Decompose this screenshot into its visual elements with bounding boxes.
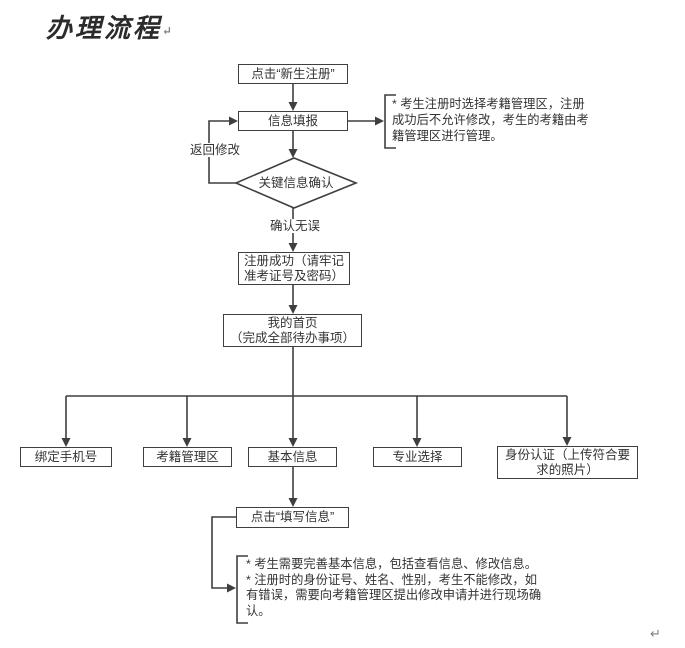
node-identity-auth: 身份认证（上传符合要 求的照片） xyxy=(497,446,638,479)
edge-label-confirm-correct: 确认无误 xyxy=(269,219,322,233)
connector-homepage-to-basic-info xyxy=(288,347,298,447)
node-label: 点击“新生注册” xyxy=(251,66,335,81)
node-bind-phone: 绑定手机号 xyxy=(20,447,112,467)
note-line: 认。 xyxy=(246,603,271,618)
note-line: * 考生需要完善基本信息，包括查看信息、修改信息。 xyxy=(246,557,538,571)
node-basic-info: 基本信息 xyxy=(248,447,337,467)
node-click-new-student-register: 点击“新生注册” xyxy=(238,64,348,84)
node-label-line1: 身份认证（上传符合要 xyxy=(504,447,630,462)
node-label: 专业选择 xyxy=(392,449,443,464)
note-line: * 考生注册时选择考籍管理区，注册 xyxy=(392,97,585,111)
node-label: 点击“填写信息” xyxy=(250,510,335,524)
note-line: 籍管理区进行管理。 xyxy=(392,129,503,143)
drop-to-exam-area xyxy=(182,396,192,447)
note-line: 成功后不允许修改，考生的考籍由考 xyxy=(392,113,589,127)
node-label-line2: 准考证号及密码） xyxy=(243,268,344,283)
connector-basic-to-click-fill xyxy=(288,467,298,507)
node-label: 基本信息 xyxy=(267,449,318,464)
top-note-bracket xyxy=(384,94,396,149)
connector-register-to-fill xyxy=(288,84,298,111)
node-my-homepage: 我的首页 （完成全部待办事项） xyxy=(223,314,362,347)
node-click-fill-info: 点击“填写信息” xyxy=(236,507,349,528)
drop-to-identity xyxy=(562,396,572,446)
node-register-success: 注册成功（请牢记 准考证号及密码） xyxy=(238,252,350,285)
connector-fill-to-note xyxy=(348,116,384,126)
note-line: * 注册时的身份证号、姓名、性别，考生不能修改，如 xyxy=(246,572,538,587)
drop-to-major xyxy=(412,396,422,447)
node-label-line1: 我的首页 xyxy=(267,315,318,330)
paragraph-return-mark: ↵ xyxy=(162,24,173,38)
connector-fill-to-diamond xyxy=(288,131,298,158)
note-line: 有错误，需要向考籍管理区提出修改申请并进行现场确 xyxy=(246,588,542,602)
trailing-return-mark: ↵ xyxy=(650,626,661,641)
node-label-line2: 求的照片） xyxy=(536,462,599,477)
node-info-fill: 信息填报 xyxy=(238,111,348,131)
node-label: 信息填报 xyxy=(267,113,318,128)
node-label: 考籍管理区 xyxy=(156,449,219,464)
node-major-selection: 专业选择 xyxy=(373,447,462,467)
basic-info-note: * 考生需要完善基本信息，包括查看信息、修改信息。 * 注册时的身份证号、姓名、… xyxy=(246,557,541,619)
connector-success-to-homepage xyxy=(288,285,298,314)
bottom-note-bracket xyxy=(236,555,248,624)
decision-diamond-shape xyxy=(233,157,359,209)
page-title-text: 办理流程 xyxy=(46,14,163,44)
drop-to-bind-phone xyxy=(61,396,71,447)
edge-label-return-modify: 返回修改 xyxy=(189,143,242,157)
node-label: 绑定手机号 xyxy=(34,449,98,464)
node-label-line1: 注册成功（请牢记 xyxy=(243,253,344,268)
node-exam-registry-area: 考籍管理区 xyxy=(143,447,232,467)
connector-click-fill-to-note xyxy=(211,516,236,593)
node-key-info-confirm: 关键信息确认 xyxy=(258,176,334,190)
node-label-line2: （完成全部待办事项） xyxy=(229,330,355,345)
registration-note: * 考生注册时选择考籍管理区，注册 成功后不允许修改，考生的考籍由考 籍管理区进… xyxy=(392,96,589,144)
page-title: 办理流程↵ xyxy=(46,8,172,45)
